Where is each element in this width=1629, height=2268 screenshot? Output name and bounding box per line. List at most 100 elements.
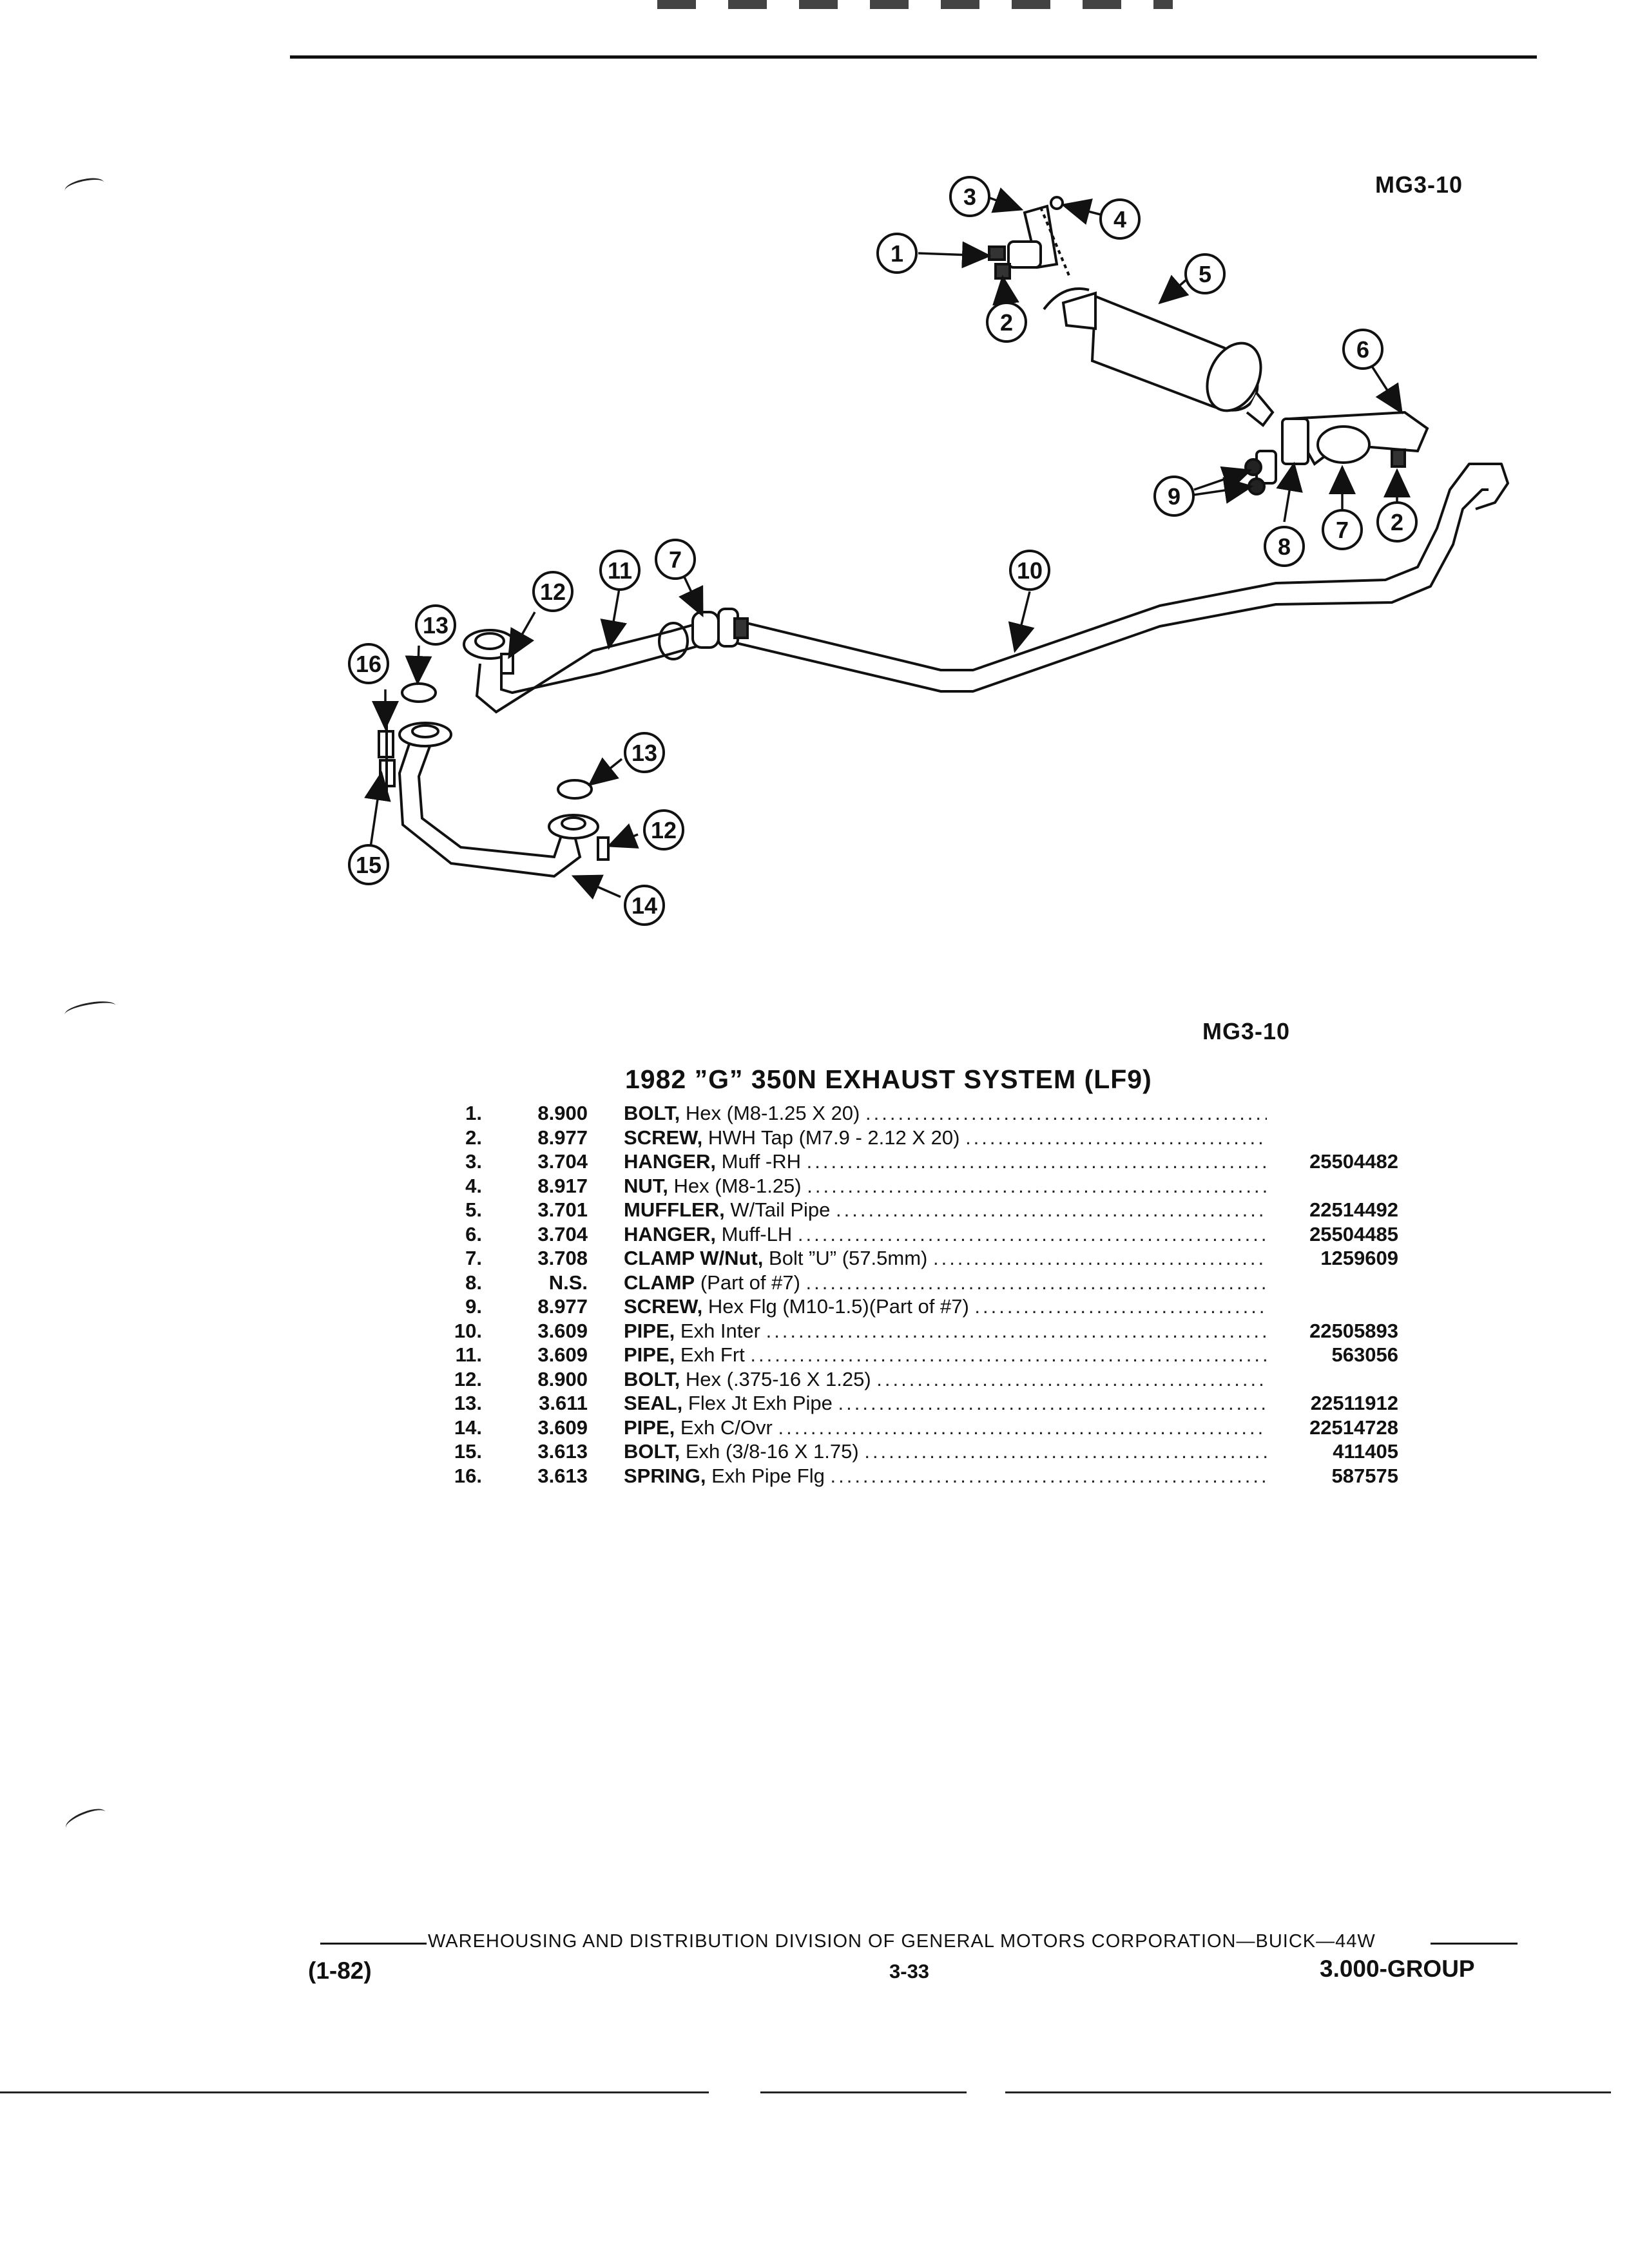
item-number: 2. [465, 1126, 482, 1149]
group-number: 3.609 [537, 1416, 588, 1439]
svg-text:11: 11 [608, 557, 632, 584]
group-number: 3.609 [537, 1319, 588, 1342]
footer-page-number: 3-33 [889, 1960, 930, 1983]
footer-rule-left [320, 1943, 427, 1945]
parts-list-row: 9. 8.977 SCREW, Hex Flg (M10-1.5)(Part of … [0, 1295, 1629, 1319]
parts-list-row: 10. 3.609 PIPE, Exh Inter ................… [0, 1320, 1629, 1343]
item-number: 1. [465, 1102, 482, 1124]
part-description: SEAL, Flex Jt Exh Pipe .................… [624, 1392, 1267, 1414]
callout-15 [348, 844, 389, 885]
callout-9 [1153, 476, 1195, 517]
part-name: CLAMP W/Nut, [624, 1247, 764, 1269]
parts-list-row: 15. 3.613 BOLT, Exh (3/8-16 X 1.75) ......… [0, 1440, 1629, 1464]
muffler [1043, 287, 1275, 427]
hanger-lh [1244, 410, 1429, 495]
item-number: 14. [454, 1416, 482, 1439]
spring-bolt-assembly [378, 709, 396, 799]
callout-11 [599, 550, 641, 591]
pipe-exh-inter [728, 463, 1509, 693]
margin-mark [63, 1804, 109, 1836]
item-number: 9. [465, 1295, 482, 1318]
callout-12a [532, 571, 574, 612]
item-number: 15. [454, 1440, 482, 1463]
part-name: CLAMP [624, 1271, 695, 1294]
svg-text:5: 5 [1199, 261, 1211, 287]
part-description: PIPE, Exh Inter ........................… [624, 1319, 1267, 1342]
scan-artifact-top [657, 0, 1173, 9]
bottom-rule [0, 2091, 1611, 2093]
part-number: 22511912 [1310, 1392, 1398, 1414]
part-spec: Bolt ”U” (57.5mm) [769, 1247, 928, 1269]
footer-date: (1-82) [308, 1957, 372, 1984]
group-number: N.S. [548, 1271, 588, 1294]
part-name: MUFFLER, [624, 1198, 725, 1221]
part-spec: Hex Flg (M10-1.5)(Part of #7) [708, 1295, 969, 1318]
item-number: 7. [465, 1247, 482, 1269]
item-number: 11. [455, 1343, 482, 1366]
group-number: 3.613 [537, 1464, 588, 1487]
part-number: 22505893 [1309, 1319, 1398, 1342]
svg-text:6: 6 [1356, 336, 1369, 363]
part-description: HANGER, Muff-LH ........................… [624, 1222, 1267, 1245]
callout-3 [949, 176, 990, 217]
part-spec: HWH Tap (M7.9 - 2.12 X 20) [708, 1126, 960, 1149]
parts-list-row: 14. 3.609 PIPE, Exh C/Ovr ................… [0, 1416, 1629, 1440]
part-description: NUT, Hex (M8-1.25) .....................… [624, 1174, 1267, 1197]
figure-id-bottom: MG3-10 [1202, 1018, 1291, 1044]
svg-text:7: 7 [669, 546, 682, 573]
callout-13b [624, 732, 665, 773]
part-name: SCREW, [624, 1295, 703, 1318]
part-name: PIPE, [624, 1319, 675, 1342]
footer-group: 3.000-GROUP [1320, 1956, 1475, 1982]
clamp-middle [691, 608, 749, 649]
part-number: 587575 [1331, 1464, 1398, 1487]
part-description: HANGER, Muff -RH .......................… [624, 1150, 1267, 1173]
part-description: BOLT, Hex (M8-1.25 X 20) ...............… [624, 1102, 1267, 1124]
svg-text:10: 10 [1017, 557, 1043, 584]
svg-text:12: 12 [651, 817, 677, 843]
group-number: 3.611 [539, 1392, 588, 1414]
part-spec: Hex (M8-1.25 X 20) [685, 1102, 860, 1124]
item-number: 3. [465, 1150, 482, 1173]
group-number: 8.977 [537, 1295, 588, 1318]
callout-12b [643, 809, 684, 850]
parts-list-row: 1. 8.900 BOLT, Hex (M8-1.25 X 20) ........… [0, 1102, 1629, 1126]
part-description: BOLT, Hex (.375-16 X 1.25) .............… [624, 1367, 1267, 1390]
footer-division: WAREHOUSING AND DISTRIBUTION DIVISION OF… [428, 1931, 1376, 1952]
part-description: MUFFLER, W/Tail Pipe ...................… [624, 1198, 1267, 1221]
part-name: BOLT, [624, 1102, 680, 1124]
parts-list-row: 11. 3.609 PIPE, Exh Frt ..................… [0, 1343, 1629, 1367]
item-number: 5. [465, 1198, 482, 1221]
part-description: PIPE, Exh C/Ovr ........................… [624, 1416, 1267, 1439]
group-number: 8.900 [537, 1367, 588, 1390]
part-name: PIPE, [624, 1416, 675, 1439]
part-spec: Exh Inter [680, 1319, 760, 1342]
callout-7a [1322, 509, 1363, 550]
part-spec: Exh (3/8-16 X 1.75) [685, 1440, 859, 1463]
part-spec: Flex Jt Exh Pipe [688, 1392, 833, 1414]
parts-list: 1. 8.900 BOLT, Hex (M8-1.25 X 20) ........… [0, 1102, 1629, 1501]
item-number: 10. [454, 1319, 482, 1342]
parts-list-row: 5. 3.701 MUFFLER, W/Tail Pipe ............… [0, 1198, 1629, 1222]
group-number: 8.900 [537, 1102, 588, 1124]
group-number: 8.977 [537, 1126, 588, 1149]
item-number: 6. [465, 1222, 482, 1245]
callout-2a [986, 302, 1027, 343]
part-number: 25504482 [1309, 1150, 1398, 1173]
group-number: 3.609 [537, 1343, 588, 1366]
part-name: PIPE, [624, 1343, 675, 1366]
part-description: CLAMP (Part of #7) .....................… [624, 1271, 1267, 1294]
figure-id-top: MG3-10 [1375, 171, 1463, 198]
group-number: 3.613 [537, 1440, 588, 1463]
part-name: NUT, [624, 1174, 668, 1197]
svg-text:2: 2 [1000, 309, 1013, 336]
callout-7b [655, 539, 696, 580]
part-number: 563056 [1331, 1343, 1398, 1366]
group-number: 3.701 [537, 1198, 588, 1221]
group-number: 3.708 [537, 1247, 588, 1269]
part-description: BOLT, Exh (3/8-16 X 1.75) ..............… [624, 1440, 1267, 1463]
part-description: PIPE, Exh Frt ..........................… [624, 1343, 1267, 1366]
callout-8 [1264, 526, 1305, 567]
